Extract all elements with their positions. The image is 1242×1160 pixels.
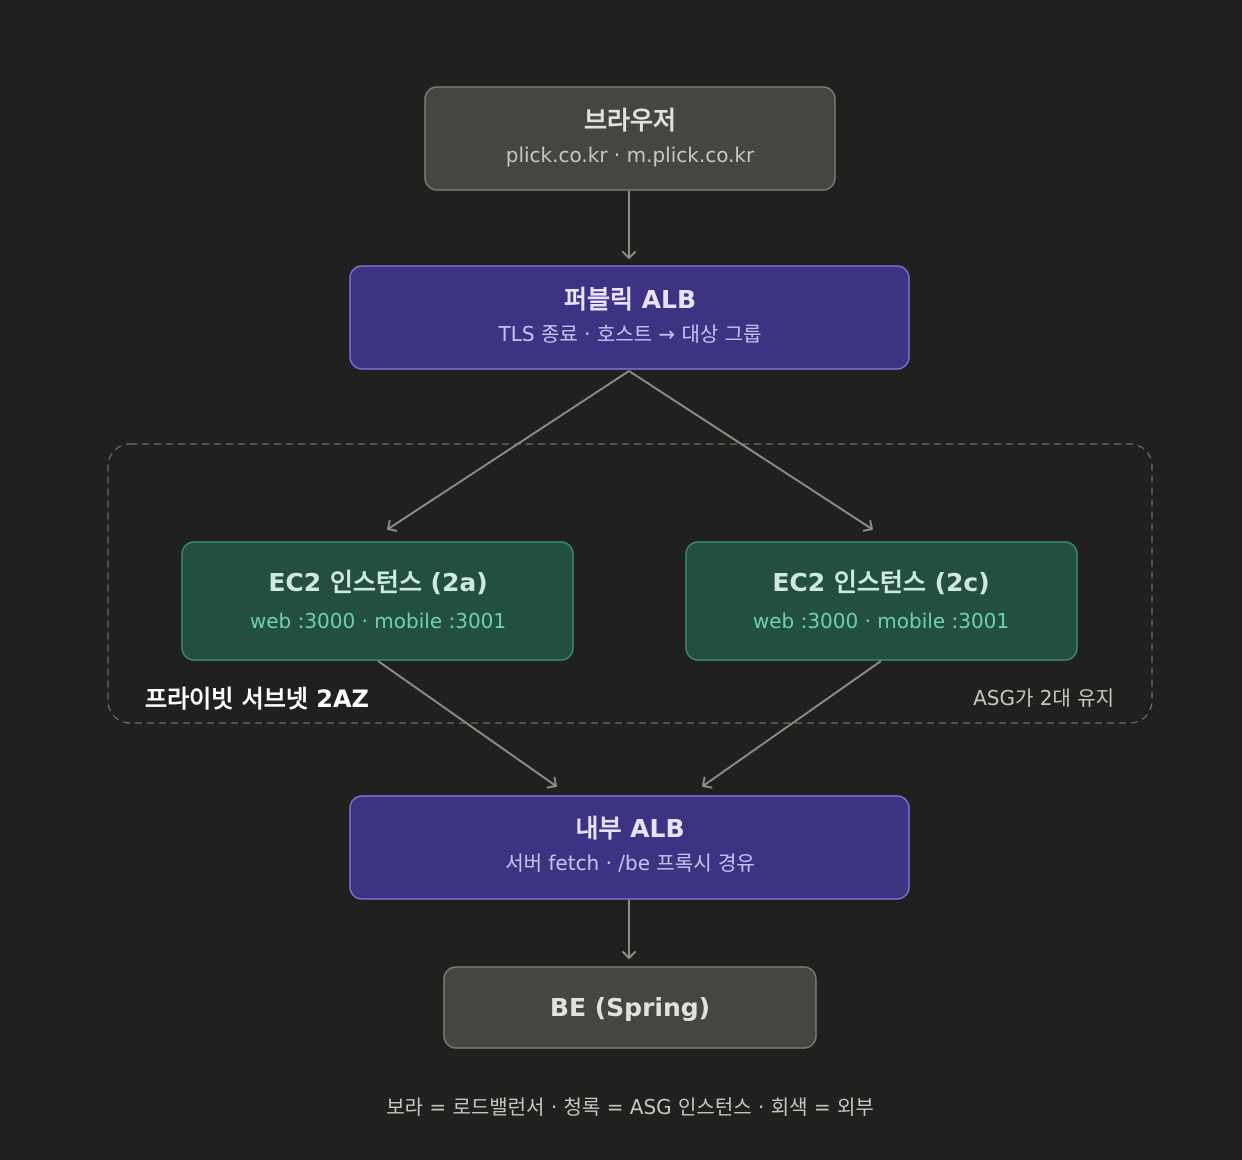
ec2-2c-node: EC2 인스턴스 (2c) web :3000 · mobile :3001 xyxy=(685,541,1078,661)
backend-title: BE (Spring) xyxy=(550,993,710,1022)
public-alb-title: 퍼블릭 ALB xyxy=(564,285,696,314)
private-subnet-label: 프라이빗 서브넷 2AZ xyxy=(145,685,369,713)
public-alb-box xyxy=(349,265,910,370)
ec2-2c-title: EC2 인스턴스 (2c) xyxy=(772,568,989,597)
asg-note: ASG가 2대 유지 xyxy=(973,686,1114,710)
edge-public-alb-to-ec2-2c xyxy=(628,370,873,532)
ec2-2c-subtitle: web :3000 · mobile :3001 xyxy=(753,609,1009,633)
edge-ec2-2a-to-internal-alb xyxy=(377,660,557,789)
ec2-2a-subtitle: web :3000 · mobile :3001 xyxy=(250,609,506,633)
edge-ec2-2c-to-internal-alb xyxy=(702,660,882,789)
ec2-2a-node: EC2 인스턴스 (2a) web :3000 · mobile :3001 xyxy=(181,541,574,661)
edge-public-alb-to-ec2-2a xyxy=(387,370,630,532)
internal-alb-box xyxy=(349,795,910,900)
browser-title: 브라우저 xyxy=(584,106,676,135)
backend-box xyxy=(443,966,817,1049)
browser-subtitle: plick.co.kr · m.plick.co.kr xyxy=(506,143,755,167)
ec2-2c-box xyxy=(685,541,1078,661)
browser-box xyxy=(424,86,836,191)
browser-node: 브라우저 plick.co.kr · m.plick.co.kr xyxy=(424,86,836,191)
public-alb-node: 퍼블릭 ALB TLS 종료 · 호스트 → 대상 그룹 xyxy=(349,265,910,370)
ec2-2a-title: EC2 인스턴스 (2a) xyxy=(268,568,487,597)
backend-node: BE (Spring) xyxy=(443,966,817,1049)
internal-alb-title: 내부 ALB xyxy=(575,814,684,843)
internal-alb-subtitle: 서버 fetch · /be 프록시 경유 xyxy=(505,851,755,875)
public-alb-subtitle: TLS 종료 · 호스트 → 대상 그룹 xyxy=(498,322,762,346)
ec2-2a-box xyxy=(181,541,574,661)
private-subnet-group xyxy=(107,443,1153,724)
legend: 보라 = 로드밸런서 · 청록 = ASG 인스턴스 · 회색 = 외부 xyxy=(386,1095,874,1119)
internal-alb-node: 내부 ALB 서버 fetch · /be 프록시 경유 xyxy=(349,795,910,900)
